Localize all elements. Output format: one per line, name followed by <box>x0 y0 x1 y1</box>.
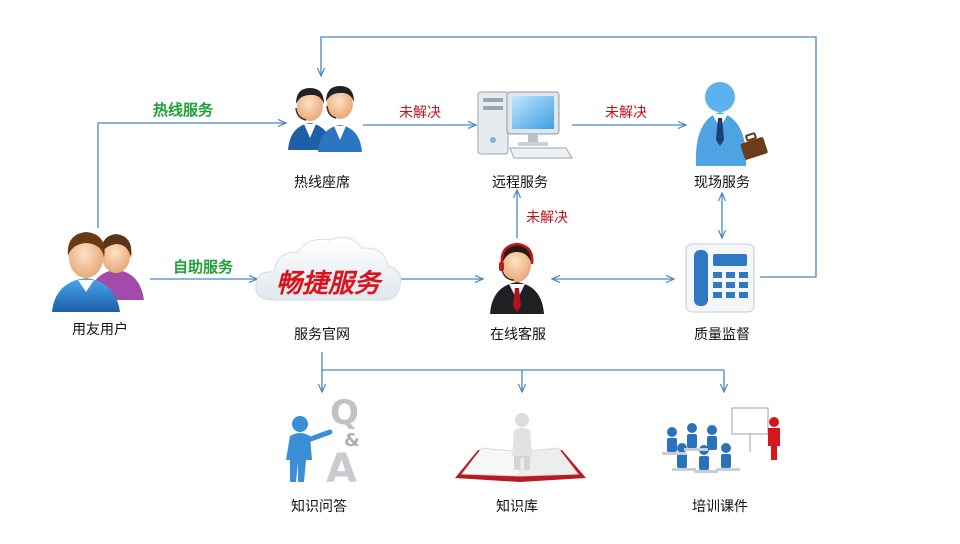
headset-agent-icon <box>490 242 544 314</box>
node-training: 培训课件 <box>662 407 780 515</box>
edge-label-self-service: 自助服务 <box>173 258 234 276</box>
desktop-computer-icon <box>477 91 573 159</box>
node-users: 用友用户 <box>52 232 144 338</box>
users-icon <box>52 232 144 312</box>
qa-label: 知识问答 <box>291 498 347 515</box>
connector-users-to-hotline <box>97 123 286 228</box>
edge-label-unresolved-online-remote: 未解决 <box>526 210 568 226</box>
connector-website-to-resources <box>321 352 724 371</box>
node-onsite: 现场服务 <box>694 82 768 191</box>
onsite-label: 现场服务 <box>694 175 750 191</box>
cloud-logo-icon: 畅捷服务 <box>255 236 402 301</box>
users-label: 用友用户 <box>72 321 128 338</box>
telephone-icon <box>685 243 755 313</box>
node-remote: 远程服务 <box>477 91 573 191</box>
node-online: 在线客服 <box>490 242 546 343</box>
kb-label: 知识库 <box>496 498 538 515</box>
call-center-agents-icon <box>288 86 362 152</box>
node-hotline: 热线座席 <box>288 86 362 191</box>
svg-text:A: A <box>326 446 357 492</box>
remote-label: 远程服务 <box>492 175 548 191</box>
node-website: 畅捷服务 服务官网 <box>255 236 402 343</box>
edge-label-unresolved-hotline-remote: 未解决 <box>399 105 441 121</box>
online-label: 在线客服 <box>490 326 546 343</box>
website-label: 服务官网 <box>294 327 350 343</box>
quality-label: 质量监督 <box>694 327 750 343</box>
open-book-icon <box>455 413 586 482</box>
classroom-icon <box>662 407 780 473</box>
businessman-briefcase-icon <box>695 82 768 166</box>
qa-figure-icon: Q & A <box>286 393 360 492</box>
svg-text:&: & <box>344 430 360 451</box>
edge-label-hotline-service: 热线服务 <box>153 101 214 119</box>
node-kb: 知识库 <box>455 413 586 515</box>
node-qa: Q & A 知识问答 <box>286 393 360 515</box>
connector-quality-feedback-loop <box>321 36 817 278</box>
edge-label-unresolved-remote-onsite: 未解决 <box>605 105 647 121</box>
hotline-label: 热线座席 <box>294 175 350 191</box>
website-logo-text: 畅捷服务 <box>276 269 384 299</box>
connectors <box>97 36 817 392</box>
svg-text:Q: Q <box>330 393 359 433</box>
node-quality: 质量监督 <box>685 243 755 343</box>
training-label: 培训课件 <box>692 499 748 515</box>
